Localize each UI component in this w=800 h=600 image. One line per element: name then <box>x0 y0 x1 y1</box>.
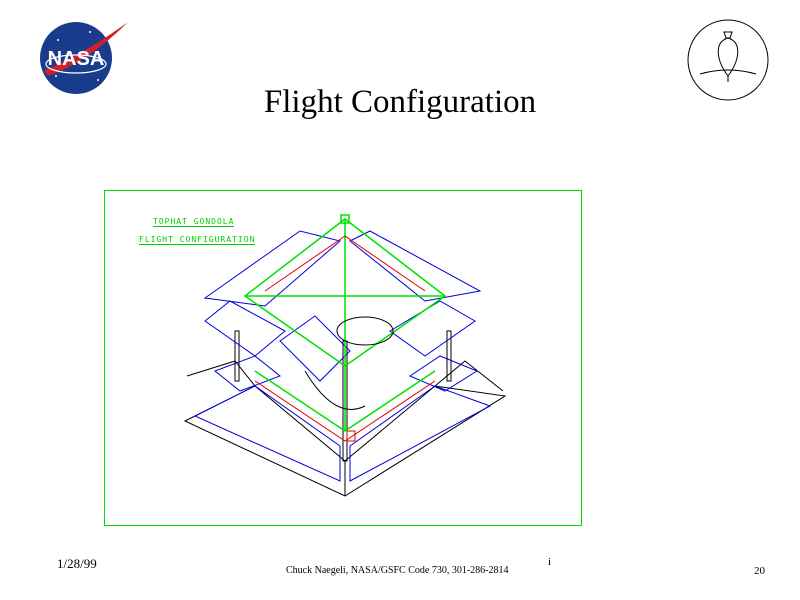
slide-title: Flight Configuration <box>263 84 537 120</box>
footer-credit: Chuck Naegeli, NASA/GSFC Code 730, 301-2… <box>286 565 509 576</box>
page-number: 20 <box>754 565 765 577</box>
drawing-label-configuration: FLIGHT CONFIGURATION <box>139 235 256 245</box>
nasa-logo: NASA <box>38 18 130 100</box>
footer-date: 1/28/99 <box>57 556 97 571</box>
drawing-label-gondola: TOPHAT GONDOLA <box>153 217 235 227</box>
gondola-schematic <box>183 214 507 497</box>
footer-marker: i <box>548 556 552 568</box>
svg-text:NASA: NASA <box>48 48 105 70</box>
balloon-program-icon <box>686 18 770 102</box>
gondola-drawing: TOPHAT GONDOLA FLIGHT CONFIGURATION <box>104 190 582 526</box>
